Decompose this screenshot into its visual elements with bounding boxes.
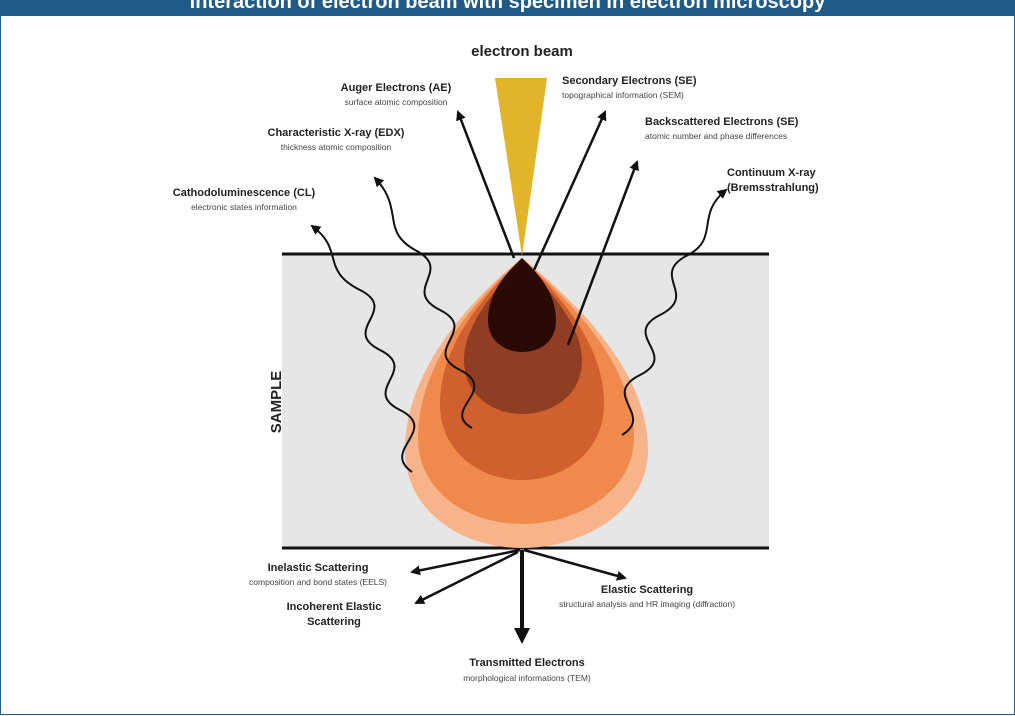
svg-text:(Bremsstrahlung): (Bremsstrahlung) <box>727 182 819 194</box>
label-auger-electrons: Auger Electrons (AE) surface atomic comp… <box>341 82 452 107</box>
svg-text:Incoherent Elastic: Incoherent Elastic <box>287 601 382 613</box>
svg-text:electronic states information: electronic states information <box>191 202 297 212</box>
label-backscattered-electrons: Backscattered Electrons (SE) atomic numb… <box>645 116 799 141</box>
svg-text:Transmitted Electrons: Transmitted Electrons <box>469 657 585 669</box>
svg-text:Continuum X-ray: Continuum X-ray <box>727 167 816 179</box>
svg-text:Inelastic Scattering: Inelastic Scattering <box>268 562 369 574</box>
sample-label: SAMPLE <box>268 371 285 434</box>
label-secondary-electrons: Secondary Electrons (SE) topographical i… <box>562 75 697 100</box>
label-inelastic-scattering: Inelastic Scattering composition and bon… <box>249 562 387 587</box>
svg-text:morphological informations (TE: morphological informations (TEM) <box>463 673 591 683</box>
svg-text:surface atomic composition: surface atomic composition <box>345 97 448 107</box>
svg-text:Characteristic X-ray (EDX): Characteristic X-ray (EDX) <box>268 127 405 139</box>
svg-text:atomic number and phase differ: atomic number and phase differences <box>645 131 787 141</box>
label-elastic-scattering: Elastic Scattering structural analysis a… <box>559 584 735 609</box>
arrow-secondary <box>534 112 605 270</box>
label-incoherent-elastic-scattering: Incoherent Elastic Scattering <box>287 601 382 628</box>
label-cathodoluminescence: Cathodoluminescence (CL) electronic stat… <box>173 187 316 212</box>
label-continuum-xray: Continuum X-ray (Bremsstrahlung) <box>727 167 819 194</box>
svg-text:Auger Electrons (AE): Auger Electrons (AE) <box>341 82 452 94</box>
label-transmitted-electrons: Transmitted Electrons morphological info… <box>463 657 591 683</box>
svg-text:Secondary Electrons (SE): Secondary Electrons (SE) <box>562 75 697 87</box>
svg-text:structural analysis and HR ima: structural analysis and HR imaging (diff… <box>559 599 735 609</box>
svg-text:Scattering: Scattering <box>307 616 361 628</box>
svg-text:topographical information (SEM: topographical information (SEM) <box>562 90 684 100</box>
svg-text:thickness atomic composition: thickness atomic composition <box>281 142 392 152</box>
svg-text:Cathodoluminescence (CL): Cathodoluminescence (CL) <box>173 187 316 199</box>
svg-text:Backscattered Electrons (SE): Backscattered Electrons (SE) <box>645 116 799 128</box>
svg-text:composition and bond states (E: composition and bond states (EELS) <box>249 577 387 587</box>
arrow-inelastic <box>412 550 520 572</box>
arrow-elastic <box>524 550 625 578</box>
label-characteristic-xray: Characteristic X-ray (EDX) thickness ato… <box>268 127 405 152</box>
electron-beam-label: electron beam <box>471 43 573 60</box>
svg-text:Elastic Scattering: Elastic Scattering <box>601 584 693 596</box>
